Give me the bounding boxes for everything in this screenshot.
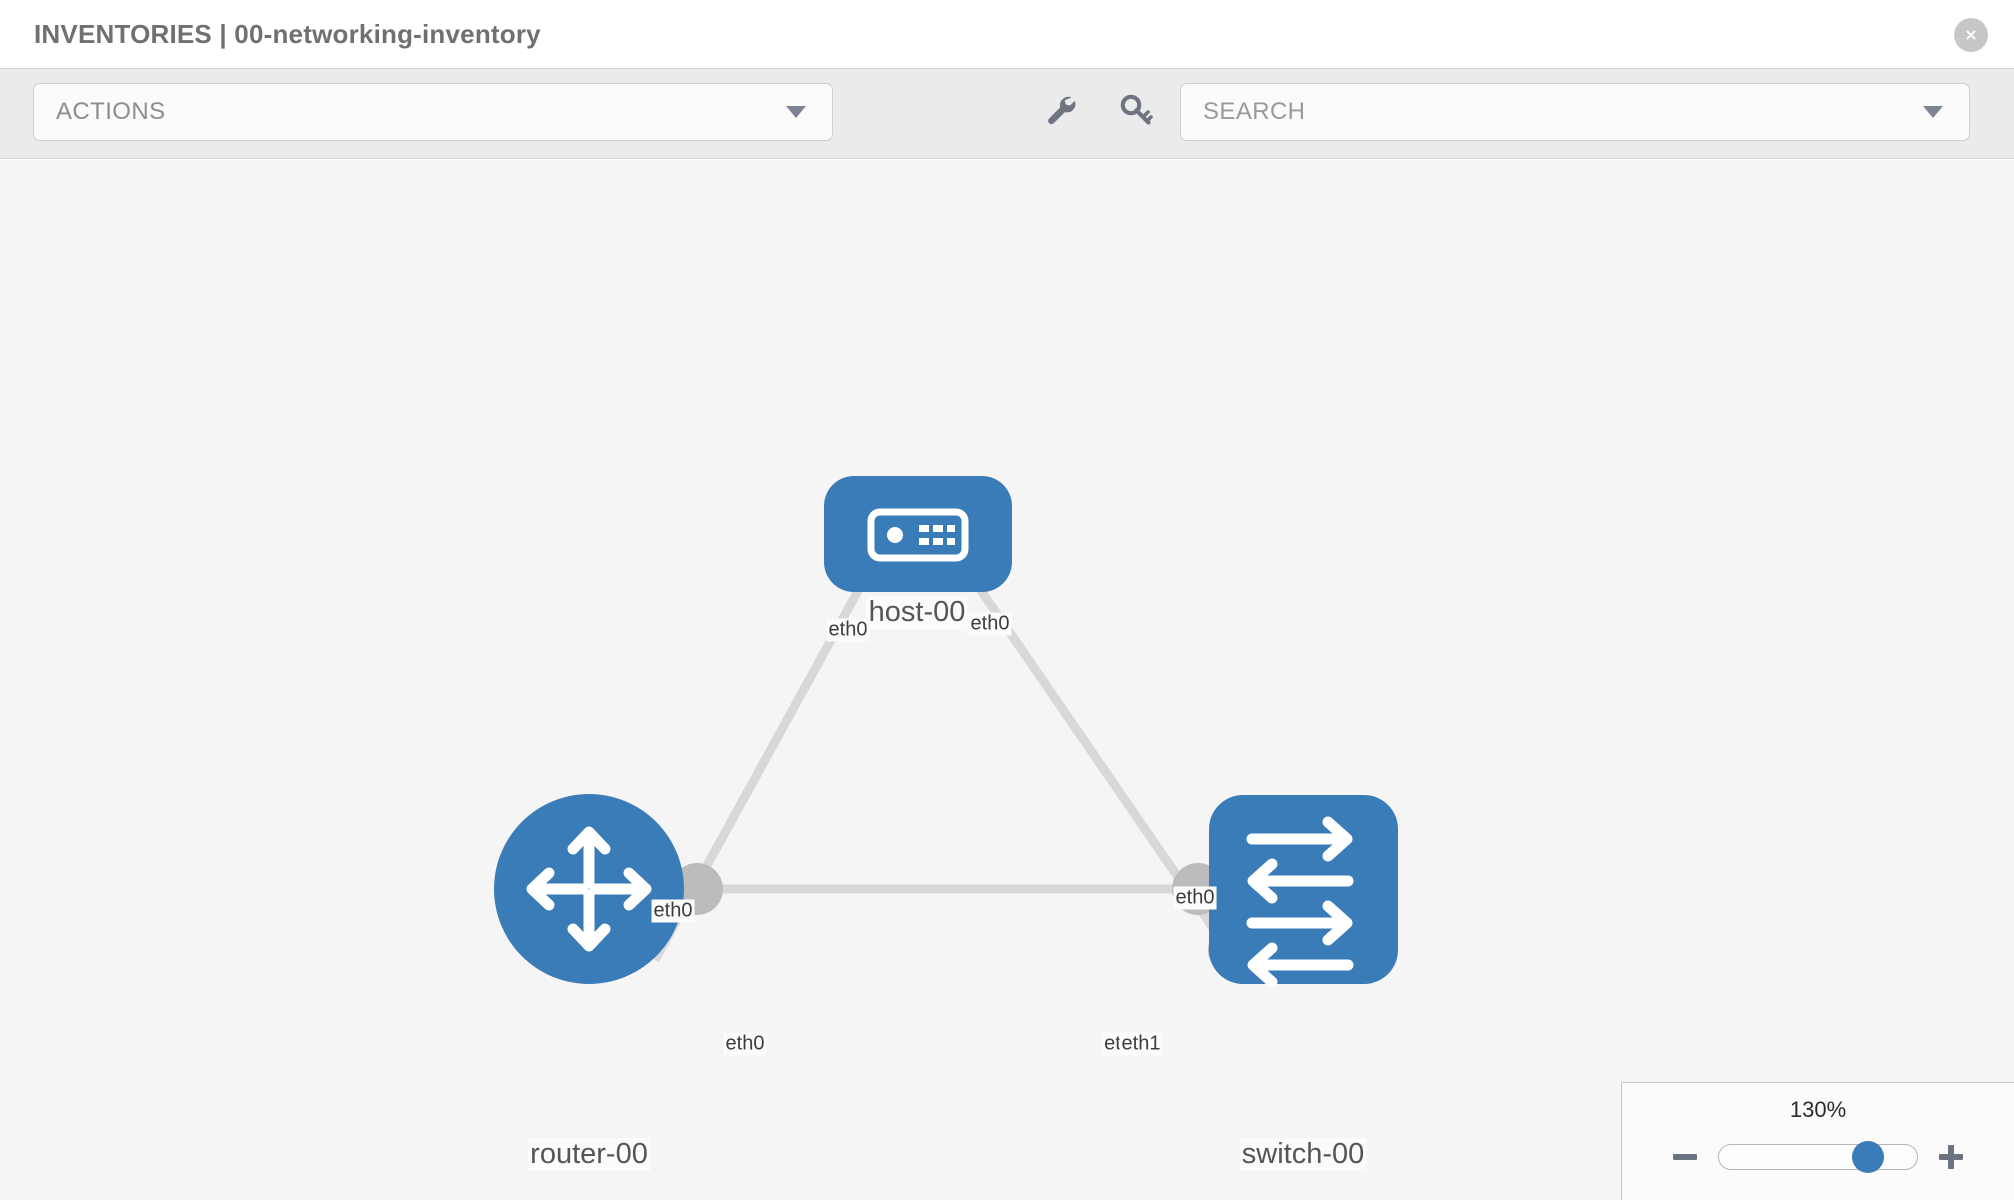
zoom-control-panel: 130%: [1621, 1082, 2014, 1200]
toolbar: ACTIONS SEARCH: [0, 68, 2014, 159]
close-icon[interactable]: [1954, 18, 1988, 52]
search-placeholder: SEARCH: [1203, 98, 1306, 125]
switch-arrows-icon: [1246, 816, 1354, 988]
key-icon[interactable]: [1116, 90, 1156, 135]
plus-icon-vertical: [1948, 1145, 1954, 1169]
topology-graph: [494, 476, 1398, 988]
node-router-00: [494, 794, 684, 984]
link-layer: [651, 557, 1239, 963]
toolbar-icon-group: [1040, 83, 1156, 141]
zoom-level-value: 130%: [1789, 1097, 1847, 1122]
zoom-slider-thumb[interactable]: [1851, 1141, 1884, 1173]
minus-icon: [1673, 1154, 1697, 1160]
actions-dropdown-label: ACTIONS: [56, 98, 166, 125]
page-header: INVENTORIES | 00-networking-inventory: [0, 0, 2014, 68]
node-host-00: [824, 476, 1012, 592]
server-icon: [867, 508, 969, 562]
actions-dropdown[interactable]: ACTIONS: [33, 83, 833, 141]
topology-canvas[interactable]: eth0 eth0 eth0 eth0 eth0 eth eth1 host-0…: [0, 160, 2014, 1200]
router-arrows-icon: [526, 826, 652, 952]
chevron-down-icon[interactable]: [1923, 106, 1943, 118]
zoom-out-button[interactable]: [1670, 1142, 1700, 1172]
zoom-controls: [1622, 1137, 2014, 1177]
node-switch-00: [1209, 795, 1398, 988]
chevron-down-icon: [786, 106, 806, 118]
page-title: INVENTORIES | 00-networking-inventory: [34, 18, 541, 49]
wrench-icon[interactable]: [1040, 90, 1080, 135]
zoom-slider[interactable]: [1718, 1141, 1918, 1173]
zoom-in-button[interactable]: [1936, 1142, 1966, 1172]
search-input[interactable]: SEARCH: [1180, 83, 1970, 141]
